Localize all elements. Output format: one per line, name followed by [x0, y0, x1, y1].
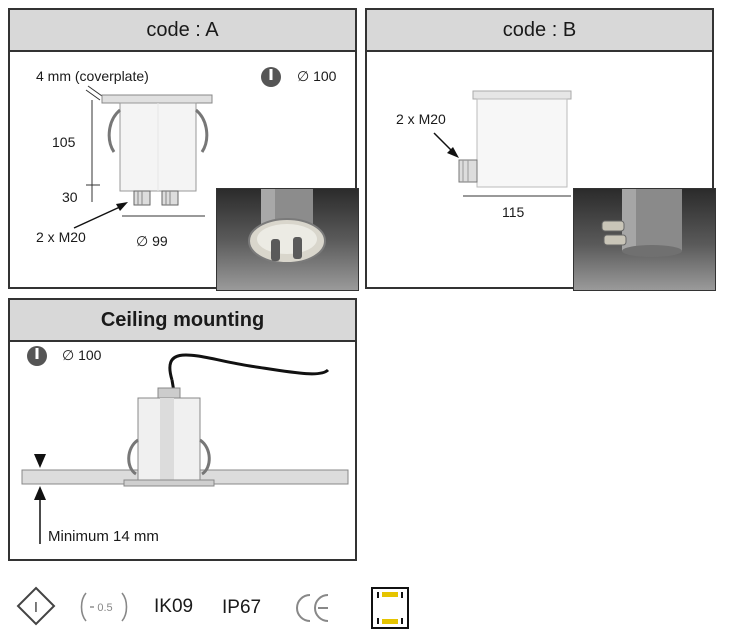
height-dimension: 105 — [52, 134, 76, 150]
fixture-a-photo — [216, 188, 359, 291]
ceiling-hole-diameter: ∅ 100 — [62, 347, 102, 363]
hole-diameter-icon — [27, 346, 47, 366]
width-dimension: 115 — [502, 204, 525, 220]
panel-a-title: code : A — [10, 10, 355, 52]
fixture-a-drawing — [73, 85, 213, 229]
wire-icon: 0.5 — [80, 592, 128, 622]
coverplate-label: 4 mm (coverplate) — [36, 68, 149, 84]
panel-code-b: code : B 2 x M20 115 — [365, 8, 716, 291]
fixture-b-photo — [573, 188, 716, 291]
diameter-dimension: ∅ 99 — [136, 233, 168, 249]
ik-rating: IK09 — [154, 596, 194, 617]
svg-text:I: I — [34, 599, 38, 616]
glands-label-b: 2 x M20 — [396, 111, 446, 127]
ceiling-drawing — [21, 353, 349, 544]
min-thickness-label: Minimum 14 mm — [48, 528, 159, 545]
glands-label: 2 x M20 — [36, 229, 86, 245]
ip-rating: IP67 — [222, 597, 262, 618]
led-box-icon — [371, 587, 409, 629]
ceiling-title: Ceiling mounting — [10, 300, 355, 342]
panel-ceiling-mounting: Ceiling mounting ∅ 100 Minimum 14 mm — [8, 298, 357, 561]
class-diamond-icon: I — [16, 586, 56, 626]
fixture-b-drawing — [433, 90, 572, 197]
svg-text:0.5: 0.5 — [97, 602, 112, 614]
panel-b-title: code : B — [367, 10, 712, 52]
gland-height-dimension: 30 — [62, 189, 78, 205]
hole-diameter-icon — [261, 67, 281, 87]
panel-code-a: code : A 4 mm (coverplate) ∅ 100 105 30 … — [8, 8, 359, 291]
ce-mark-icon — [296, 594, 329, 622]
mount-hole-diameter: ∅ 100 — [297, 68, 337, 84]
